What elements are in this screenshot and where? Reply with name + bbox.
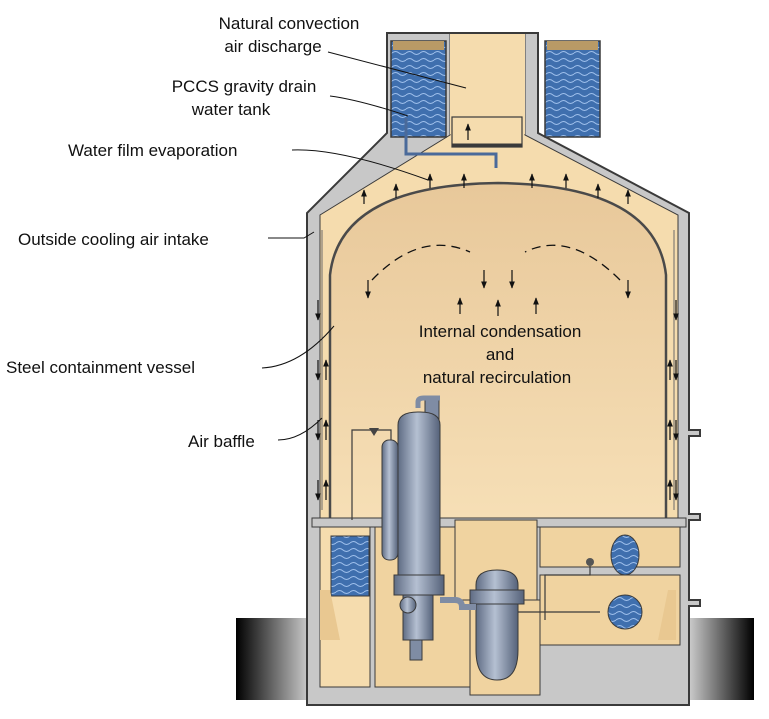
- ground-left: [236, 618, 310, 700]
- steam-generator: [393, 395, 445, 661]
- makeup-tank-lower: [607, 594, 643, 630]
- leader-lines: [261, 51, 467, 441]
- pccs-tank-right: [544, 40, 601, 138]
- label-internal-2: and: [486, 345, 514, 364]
- air-flow-arrows: [315, 123, 679, 501]
- label-natural-convection-1: Natural convection: [219, 14, 360, 33]
- reactor-vessel: [469, 569, 525, 681]
- pccs-tank-left: [390, 40, 447, 138]
- label-natural-convection-2: air discharge: [224, 37, 321, 56]
- label-steel-vessel: Steel containment vessel: [6, 358, 195, 377]
- lower-water-storage: [330, 535, 370, 597]
- label-outside-air: Outside cooling air intake: [18, 230, 209, 249]
- label-water-film: Water film evaporation: [68, 141, 237, 160]
- ground-right: [688, 618, 754, 700]
- label-internal-1: Internal condensation: [419, 322, 582, 341]
- makeup-tank-upper: [610, 534, 640, 576]
- label-air-baffle: Air baffle: [188, 432, 255, 451]
- label-pccs-2: water tank: [191, 100, 271, 119]
- pressurizer: [381, 439, 399, 561]
- label-pccs-1: PCCS gravity drain: [172, 77, 317, 96]
- drain-pipe: [404, 118, 498, 168]
- label-internal-3: natural recirculation: [423, 368, 571, 387]
- recirculation-loops: [365, 244, 631, 316]
